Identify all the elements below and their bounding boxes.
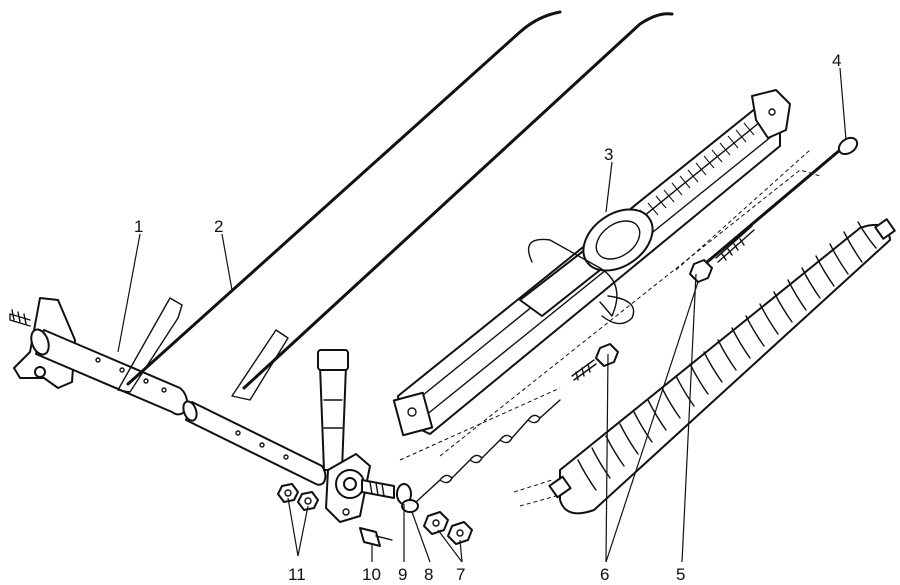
- callout-labels: 1 2 3 4 5 6 7 8 9 10 11: [134, 51, 841, 584]
- rack-teeth: [639, 122, 755, 223]
- leader-6b: [605, 281, 699, 563]
- hook-rod-nut: [689, 259, 713, 283]
- jack-collar: [582, 208, 654, 272]
- jack-top-bracket: [751, 89, 791, 139]
- nut-11a: [277, 483, 299, 503]
- pivot-plate-hole: [342, 508, 350, 516]
- shaft-wire-loop: [117, 297, 183, 393]
- leader-6a: [605, 353, 609, 563]
- callout-2: 2: [214, 217, 223, 236]
- lever-handle-ribs: [323, 399, 343, 429]
- bar-hole: [235, 430, 241, 436]
- leader-11a: [287, 497, 299, 557]
- callout-1: 1: [134, 217, 143, 236]
- threaded-stub: [571, 359, 597, 381]
- part-8-chain-link: [399, 343, 619, 513]
- callout-5: 5: [676, 565, 685, 584]
- callout-4: 4: [832, 51, 841, 70]
- nut-11b: [297, 491, 319, 511]
- part-11-nuts: [277, 483, 319, 511]
- stub-nut: [595, 343, 619, 367]
- leader-11b: [297, 505, 309, 557]
- spring-body: [559, 224, 891, 515]
- nut-11b-bore: [304, 497, 312, 505]
- callout-9: 9: [398, 565, 407, 584]
- shaft-tube-end: [30, 328, 50, 356]
- part-5-coil-spring: [513, 218, 896, 515]
- tube-hole: [95, 357, 101, 363]
- spring-end-plug: [548, 475, 572, 499]
- top-bracket-hole: [768, 108, 776, 116]
- hook-rod-guide: [675, 149, 811, 271]
- bracket-bolt-hole: [34, 366, 46, 378]
- part-10-screw: [359, 527, 393, 547]
- part-1-shaft-assembly: [9, 297, 189, 416]
- hook-rod-thread: [715, 225, 755, 263]
- jack-collar-bore: [595, 220, 641, 260]
- screw-head: [359, 527, 381, 547]
- leader-3: [605, 161, 613, 213]
- bar-hole: [283, 454, 289, 460]
- pivot-hub: [325, 453, 412, 523]
- part-2-rod-and-lever: [126, 10, 674, 486]
- nut-7a-bore: [432, 519, 440, 527]
- bolt-thread: [369, 481, 385, 497]
- jack-base-hole: [407, 407, 417, 417]
- nut-7b-bore: [456, 529, 464, 537]
- nut-11a-bore: [284, 489, 292, 497]
- screw-shank: [375, 535, 393, 541]
- leader-7b: [459, 539, 463, 563]
- jack-base-end: [392, 391, 434, 437]
- callout-11: 11: [288, 565, 306, 584]
- spring-coils: [577, 221, 877, 491]
- part-3-jack-column: [392, 89, 821, 457]
- chain-links: [415, 399, 561, 503]
- callout-7: 7: [456, 565, 465, 584]
- nut-7a: [423, 511, 449, 535]
- lever-handle-grip: [317, 349, 349, 371]
- tube-hole: [119, 367, 125, 373]
- leader-8: [411, 511, 431, 563]
- tube-hole: [143, 378, 149, 384]
- leader-2: [221, 233, 233, 291]
- tube-hole: [161, 387, 167, 393]
- left-threaded-stud: [9, 309, 31, 327]
- leader-5: [681, 273, 697, 563]
- spring-top-plug: [874, 218, 896, 240]
- leader-7a: [437, 529, 463, 563]
- hook-rod: [698, 148, 842, 270]
- callout-10: 10: [362, 565, 381, 584]
- spring-end-guide: [513, 479, 557, 507]
- nut-7b: [447, 521, 473, 545]
- leader-lines: [117, 67, 847, 563]
- pivot-bore: [343, 477, 357, 491]
- leader-4: [839, 67, 847, 141]
- callout-8: 8: [424, 565, 433, 584]
- part-7-nuts: [423, 511, 473, 545]
- lower-bar-end: [182, 400, 198, 422]
- vertical-lever-handle: [319, 365, 347, 471]
- chain-end-eye: [401, 499, 419, 513]
- long-wire-rod-rear: [126, 10, 562, 386]
- lower-lever-bar: [185, 401, 327, 486]
- callout-6: 6: [600, 565, 609, 584]
- hook-rod-eye: [837, 136, 859, 156]
- bar-hole: [259, 442, 265, 448]
- callout-3: 3: [604, 145, 613, 164]
- long-wire-rod-front: [242, 12, 674, 390]
- jack-handle-loop: [527, 238, 635, 325]
- lever-wire-loop: [231, 329, 289, 401]
- leader-1: [117, 233, 141, 353]
